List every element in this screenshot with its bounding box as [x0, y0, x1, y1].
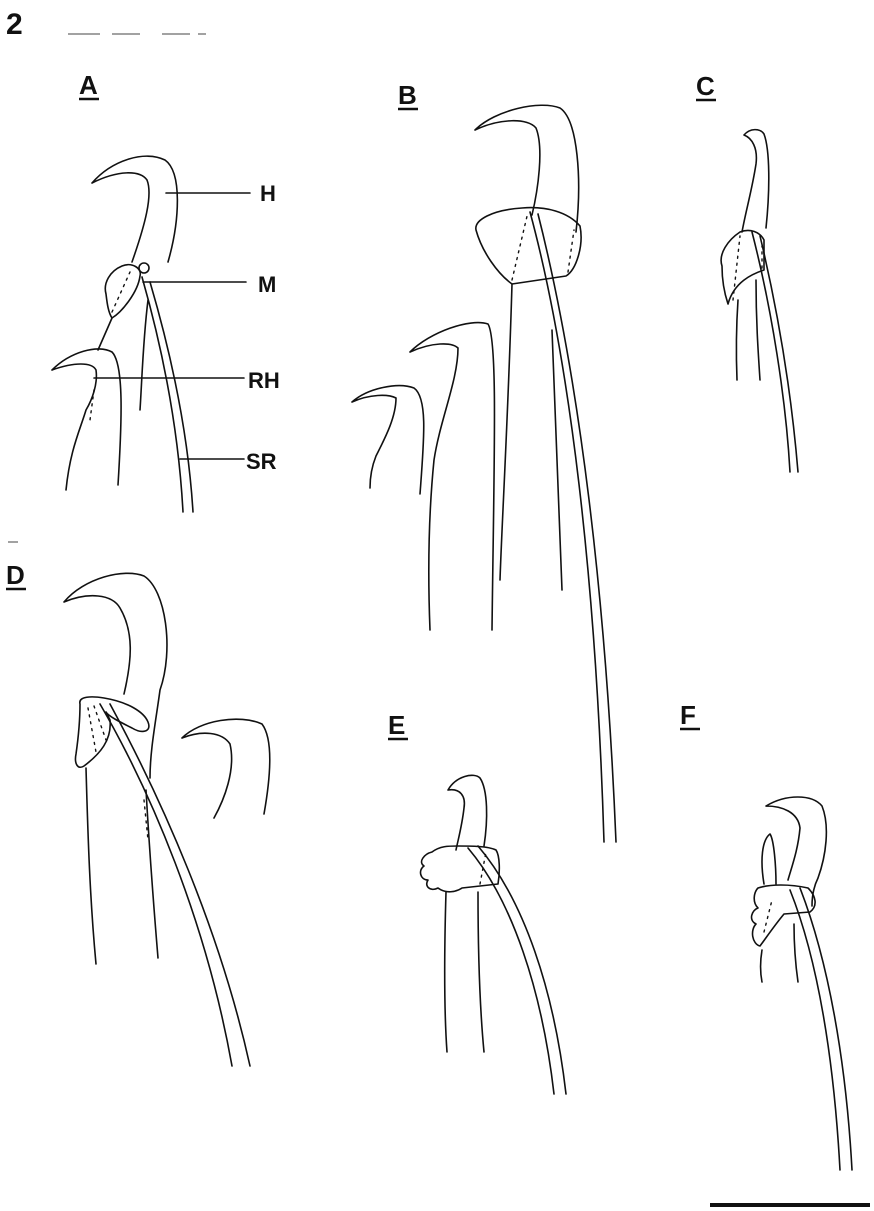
panel-c-letter: C: [696, 71, 715, 101]
panel-f-letter: F: [680, 700, 696, 730]
callout-sr: SR: [246, 449, 277, 474]
callout-rh: RH: [248, 368, 280, 393]
callout-m: M: [258, 272, 276, 297]
panel-f: F: [680, 700, 852, 1170]
panel-c: C: [696, 71, 798, 472]
panel-a-main-hook: [92, 156, 177, 262]
panel-e-membrane: [421, 846, 500, 892]
panel-e: E: [388, 710, 566, 1094]
panel-a-letter: A: [79, 70, 98, 100]
panel-a-membrane: [105, 265, 140, 318]
panel-d-letter: D: [6, 560, 25, 590]
callout-h: H: [260, 181, 276, 206]
panel-e-main-hook: [448, 775, 487, 850]
panel-b-membrane: [476, 208, 581, 284]
panel-a: A H M RH SR: [52, 70, 280, 512]
panel-c-main-hook: [742, 130, 769, 232]
panel-e-letter: E: [388, 710, 405, 740]
panel-b-replacement-hook-1: [410, 323, 495, 630]
panel-e-seta-rod: [468, 846, 566, 1094]
panel-f-main-hook: [766, 797, 826, 906]
panel-d-main-hook: [64, 573, 167, 778]
panel-b-replacement-hook-2: [352, 386, 424, 494]
panel-b-letter: B: [398, 80, 417, 110]
panel-d: D: [6, 542, 270, 1066]
panel-c-membrane: [721, 230, 764, 304]
panel-d-seta-rod: [100, 704, 250, 1066]
panel-d-replacement-hook: [182, 719, 270, 818]
panel-b-seta-rod: [530, 212, 616, 842]
figure-number: 2: [6, 8, 23, 41]
panel-a-replacement-hook: [52, 349, 121, 490]
panel-a-seta-rod: [142, 277, 193, 512]
panel-f-seta-rod: [790, 888, 852, 1170]
